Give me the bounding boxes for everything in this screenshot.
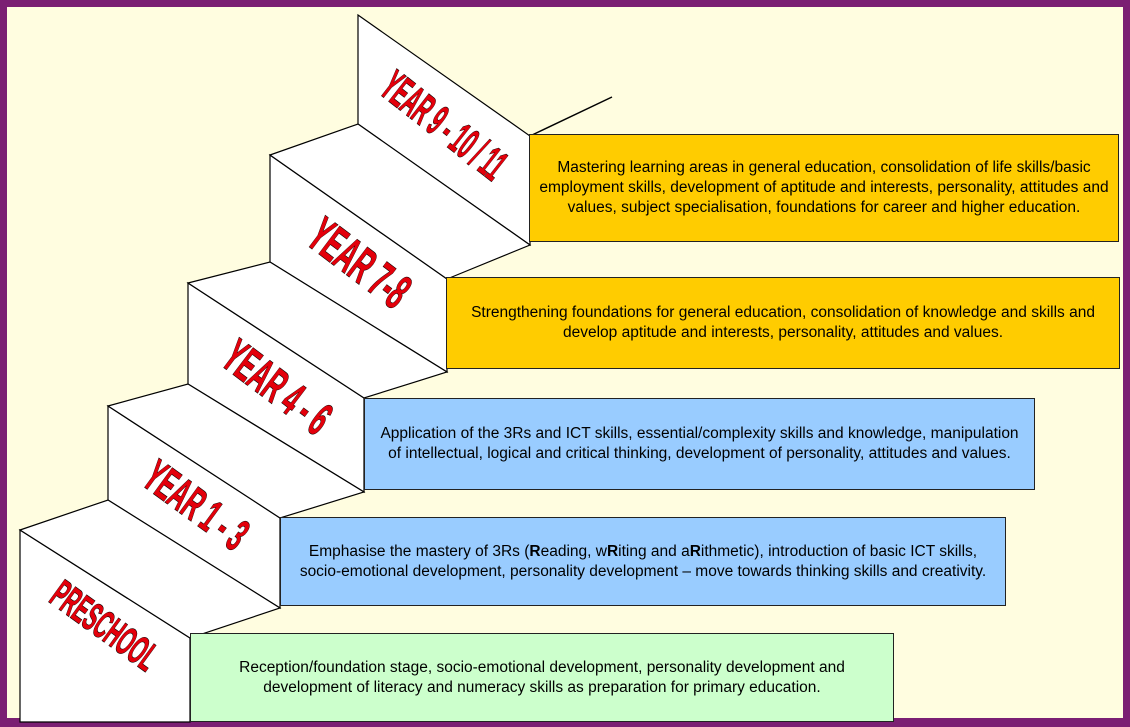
step-tread-preschool <box>18 499 282 639</box>
step-tread-year-4-6 <box>186 261 449 399</box>
stage-description-year-4-6: Application of the 3Rs and ICT skills, e… <box>364 398 1035 490</box>
stage-description-text: Application of the 3Rs and ICT skills, e… <box>380 425 1019 462</box>
stage-description-text: Strengthening foundations for general ed… <box>471 304 1095 341</box>
stage-description-text: Emphasise the mastery of 3Rs (Reading, w… <box>299 542 987 580</box>
step-tread-year-7-8 <box>268 123 532 280</box>
stage-description-year-7-8: Strengthening foundations for general ed… <box>446 277 1120 369</box>
top-landing-line <box>529 96 613 137</box>
stage-description-year-9-11: Mastering learning areas in general educ… <box>529 134 1119 242</box>
stage-description-year-1-3: Emphasise the mastery of 3Rs (Reading, w… <box>280 517 1006 606</box>
stage-description-preschool: Reception/foundation stage, socio-emotio… <box>190 633 894 722</box>
stage-description-text: Mastering learning areas in general educ… <box>539 159 1109 216</box>
step-tread-year-1-3 <box>106 383 366 519</box>
stage-description-text: Reception/foundation stage, socio-emotio… <box>239 658 845 696</box>
